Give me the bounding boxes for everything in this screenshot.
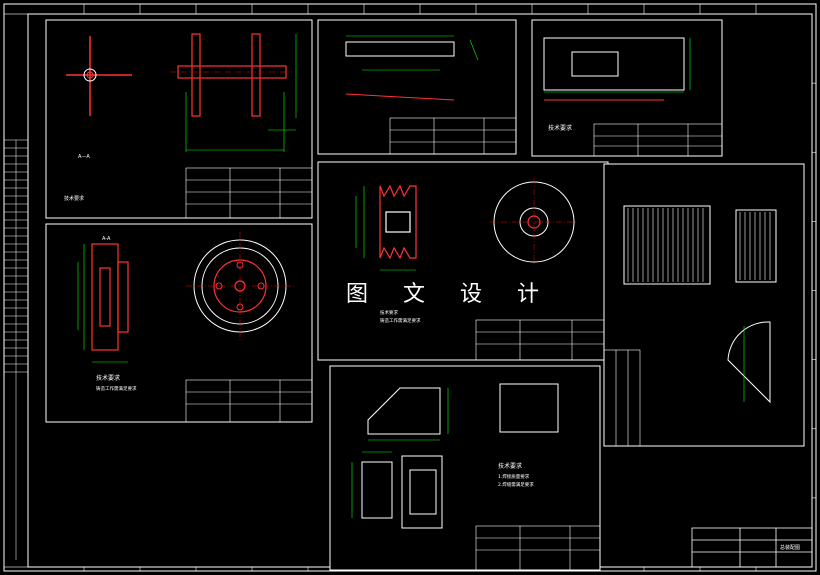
title-block [603, 349, 641, 447]
main-title-block [691, 527, 813, 568]
drum-screen-slats [627, 208, 771, 282]
sheet-vbelt-pulley: 技术要求 铸造工作需满足要求 [317, 161, 609, 361]
drum-end-view [735, 209, 777, 283]
title-block [475, 525, 601, 571]
tech-line: 2.焊缝需满足要求 [498, 481, 534, 488]
sheet-shaft-assembly: A—A 技术要求 [45, 19, 313, 219]
tech-line: 铸造工作需满足要求 [96, 385, 137, 392]
main-title-name: 总装配图 [780, 544, 800, 551]
plate-dimensions [544, 38, 691, 93]
bar-outline [345, 41, 455, 101]
bar-dimensions [346, 35, 479, 71]
drum-side-view [623, 205, 711, 285]
hub-circle [83, 68, 97, 82]
cross-view [66, 36, 132, 116]
vpulley-end-view [490, 178, 578, 266]
revision-strip-lines [4, 139, 28, 560]
tech-title: 技术要求 [96, 374, 120, 382]
title-block [185, 167, 313, 219]
sheet-drum-screen [603, 163, 805, 447]
plate-outline [543, 37, 685, 101]
sheet-flat-bar [317, 19, 517, 155]
tech-line: 1.焊接质量要求 [498, 473, 530, 480]
tech-line: 技术要求 [380, 309, 398, 316]
hopper-views [361, 383, 559, 529]
title-block [389, 117, 517, 155]
tech-title: 技术要求 [548, 124, 572, 132]
pulley-section-view [91, 243, 129, 351]
shaft-dimensions [185, 34, 297, 152]
tech-note: 技术要求 [64, 195, 84, 202]
tech-title: 技术要求 [498, 462, 522, 470]
pulley-dimensions [77, 244, 128, 363]
hopper-dimensions [351, 388, 449, 518]
watermark-text: 图 文 设 计 [346, 282, 553, 307]
section-label: A—A [78, 154, 90, 160]
shaft-long-view [170, 33, 292, 117]
title-block [185, 379, 313, 423]
sheet-pulley-section: A-A 技术要求 铸造工作需满足要求 [45, 223, 313, 423]
sheet-plate: 技术要求 [531, 19, 723, 157]
tech-line: 铸造工作需满足要求 [380, 317, 421, 324]
drum-arc-view [727, 321, 771, 404]
revision-strip [3, 13, 29, 568]
section-label-aa: A-A [102, 236, 111, 242]
pulley-end-view [186, 232, 294, 340]
title-block [593, 123, 723, 157]
vpulley-section [379, 184, 417, 260]
sheet-hopper: 技术要求 1.焊接质量要求 2.焊缝需满足要求 [329, 365, 601, 571]
vpulley-dimensions [355, 186, 416, 271]
